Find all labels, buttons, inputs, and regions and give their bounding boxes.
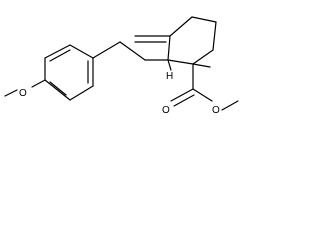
ring-bond [44,44,71,59]
ring-bond [44,79,71,101]
ring-double-bond [49,49,71,62]
hydrogen-label: H [166,71,173,82]
ring-double-bond [49,81,67,96]
chemical-structure-diagram: H O O O [4,16,239,116]
bond-ester-methyl [221,100,239,111]
ring-bond [167,59,194,65]
bond-methoxy-oxygen-ring [31,79,46,88]
cyclohexane-ring [167,16,217,65]
ester-carbonyl-double-bond [170,88,194,102]
bond-methyl [192,63,211,68]
ring-bond [69,85,94,101]
methoxy-oxygen-label: O [19,88,27,99]
bond-aryl-ch2 [92,41,121,59]
bond-to-hydrogen [167,59,172,71]
benzene-ring [44,44,94,101]
bond-ester-oxygen [192,88,213,102]
carbonyl-oxygen-label: O [162,105,170,116]
ring-bond [192,49,214,65]
ester-carbonyl-double-bond [173,94,195,107]
ring-bond [191,16,217,23]
bond-ch2-ch2 [119,41,146,61]
ring-bond [169,16,193,37]
ring-bond [167,35,171,61]
ester-oxygen-label: O [212,105,220,116]
ring-bond [69,44,94,59]
ring-bond [212,21,217,51]
bond-methoxy-methyl [4,89,18,97]
